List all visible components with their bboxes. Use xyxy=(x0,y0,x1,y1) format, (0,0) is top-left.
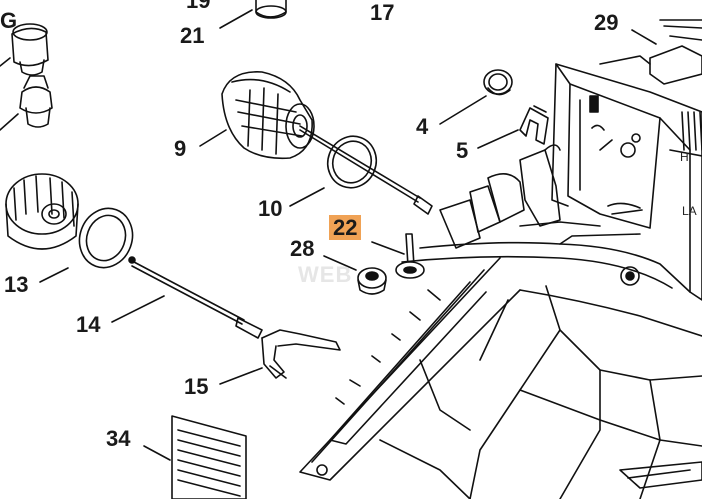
watermark: WEB xyxy=(298,262,353,287)
lever-15-drawing xyxy=(261,329,341,379)
label-part-10: 10 xyxy=(258,196,283,221)
label-part-29: 29 xyxy=(594,10,619,35)
label-plate-34-drawing xyxy=(171,415,247,499)
washer-13-drawing xyxy=(78,207,134,269)
label-part-28: 28 xyxy=(290,236,315,261)
grommet-4-drawing xyxy=(483,69,513,96)
label-part-9: 9 xyxy=(174,136,187,161)
panel-letter-la: LA xyxy=(682,204,697,218)
label-part-13: 13 xyxy=(4,272,29,297)
label-part-34: 34 xyxy=(106,426,131,451)
label-part-5: 5 xyxy=(456,138,469,163)
label-part-14: 14 xyxy=(76,312,101,337)
label-part-21: 21 xyxy=(180,23,205,48)
rod-14-drawing xyxy=(128,256,263,339)
label-part-19: 19 xyxy=(186,0,211,13)
housing-frame-drawing xyxy=(299,19,702,499)
nut-28-drawing xyxy=(357,267,387,295)
label-part-22-highlighted: 22 xyxy=(329,215,362,240)
leader-lines xyxy=(0,9,657,461)
label-part-17: 17 xyxy=(370,0,395,25)
label-part-G: G xyxy=(0,8,18,33)
knob-parts-drawing xyxy=(11,0,287,128)
label-part-15: 15 xyxy=(184,374,209,399)
screw-22-drawing xyxy=(395,233,425,279)
label-part-4: 4 xyxy=(416,114,429,139)
o-ring-10-drawing xyxy=(326,135,378,189)
panel-letter-h: H xyxy=(680,150,689,164)
cap-13-drawing xyxy=(5,173,79,250)
clip-5-drawing xyxy=(519,105,549,145)
assembly-9-drawing xyxy=(221,71,433,215)
